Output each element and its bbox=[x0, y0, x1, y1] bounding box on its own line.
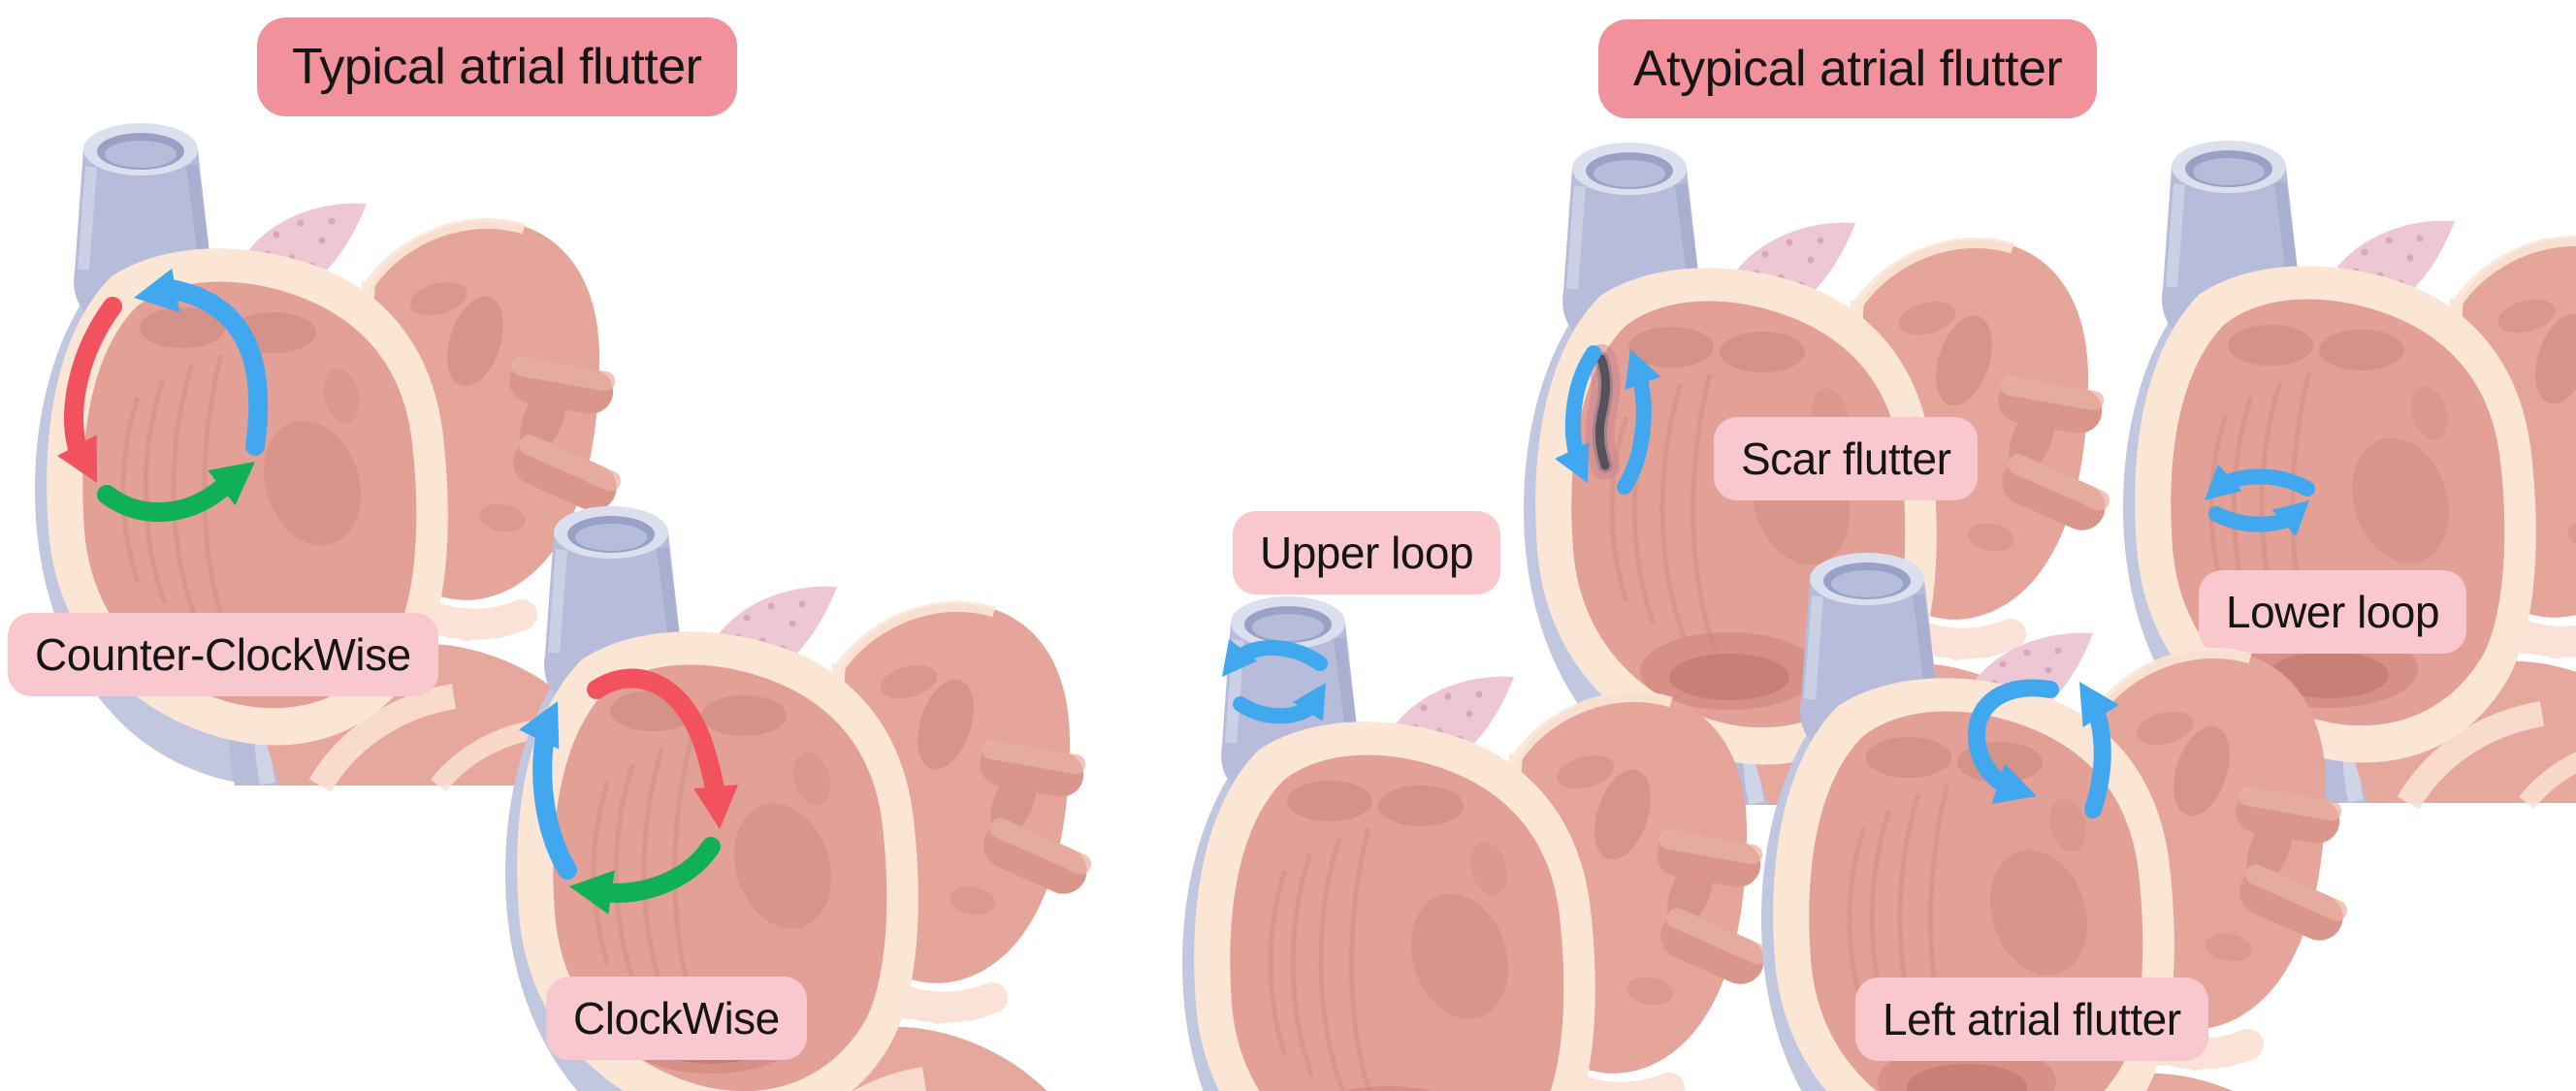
left-atrial-arrows bbox=[1967, 670, 2119, 818]
clockwise-label-badge: ClockWise bbox=[546, 977, 807, 1060]
lower-loop-arrows bbox=[2192, 464, 2322, 537]
upper-loop-label-badge: Upper loop bbox=[1233, 511, 1501, 594]
ccw-blue-arrow bbox=[161, 279, 269, 456]
ccw-red-arrow bbox=[64, 297, 122, 464]
heart-left-atrial-flutter bbox=[1746, 536, 2328, 1091]
lower-loop-label-badge: Lower loop bbox=[2199, 570, 2467, 654]
typical-title: Typical atrial flutter bbox=[292, 39, 702, 95]
ccw-green-arrow bbox=[97, 479, 231, 522]
atypical-title: Atypical atrial flutter bbox=[1633, 41, 2063, 97]
scar-flutter-label: Scar flutter bbox=[1741, 433, 1951, 484]
atypical-title-badge: Atypical atrial flutter bbox=[1598, 19, 2098, 118]
scar-right-arrow bbox=[1617, 369, 1652, 495]
upper-loop-label: Upper loop bbox=[1260, 528, 1474, 578]
counter-clockwise-label-badge: Counter-ClockWise bbox=[8, 613, 438, 696]
left-atrial-flutter-label-badge: Left atrial flutter bbox=[1855, 978, 2208, 1061]
scar-flutter-arrows bbox=[1555, 342, 1661, 495]
heart-counter-clockwise bbox=[19, 107, 601, 786]
cw-green-arrow bbox=[595, 837, 721, 903]
upper-loop-arrows bbox=[1208, 638, 1341, 724]
cw-circuit-arrows bbox=[519, 668, 742, 915]
counter-clockwise-label: Counter-ClockWise bbox=[35, 629, 411, 680]
heart-lower-loop bbox=[2108, 124, 2576, 803]
left-atrial-loop-arrow bbox=[1967, 679, 2059, 798]
lower-loop-label: Lower loop bbox=[2226, 587, 2440, 637]
left-atrial-flutter-label: Left atrial flutter bbox=[1883, 994, 2181, 1044]
heart-scar-flutter bbox=[1508, 126, 2090, 805]
heart-clockwise bbox=[490, 490, 1072, 1091]
typical-title-badge: Typical atrial flutter bbox=[257, 17, 737, 116]
scar-flutter-label-badge: Scar flutter bbox=[1714, 417, 1979, 500]
clockwise-label: ClockWise bbox=[573, 993, 780, 1043]
ccw-circuit-arrows bbox=[57, 268, 270, 522]
cw-blue-arrow bbox=[532, 726, 577, 880]
heart-upper-loop bbox=[1167, 580, 1749, 1091]
scar-line bbox=[1594, 354, 1611, 470]
